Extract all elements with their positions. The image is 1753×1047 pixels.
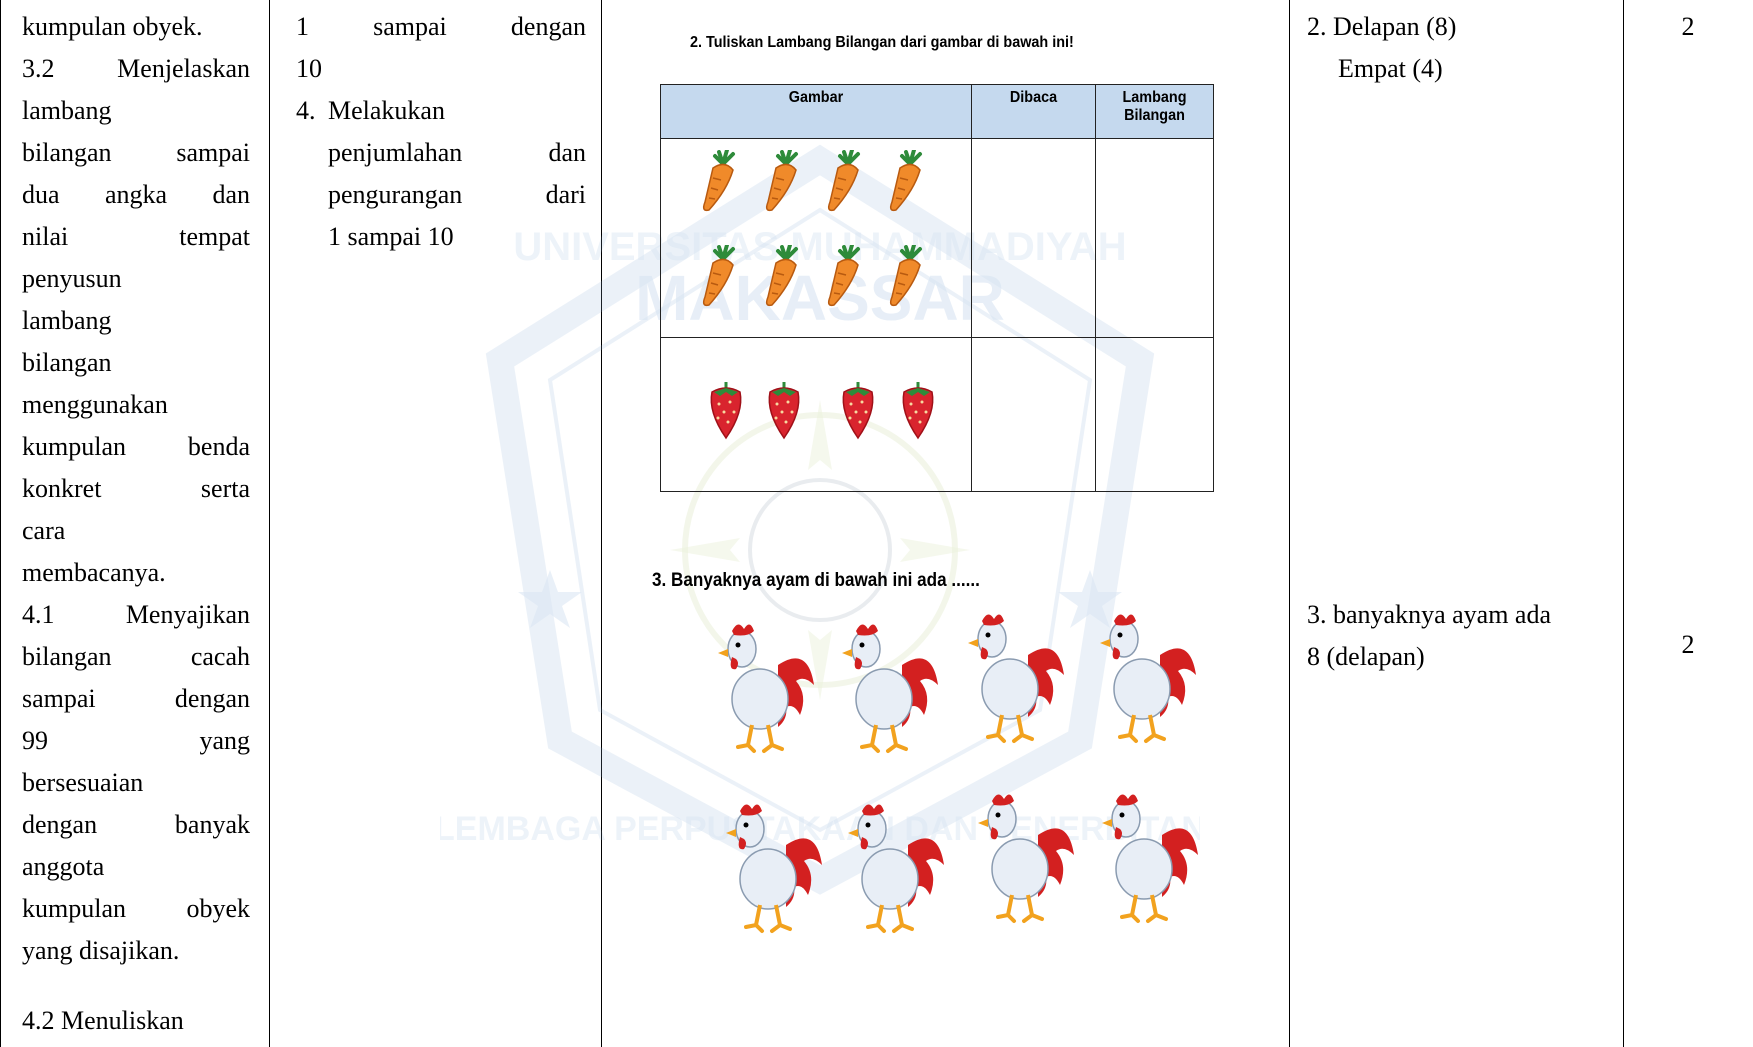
indicator-column: 1 sampai dengan 10 4. Melakukan penjumlaha… [296,6,586,258]
score-3: 2 [1681,630,1695,659]
competency-line: yang disajikan. [22,936,180,965]
answer-3-line1: 3. banyaknya ayam ada [1307,600,1552,629]
competency-line: bersesuaian [22,768,144,797]
competency-line: sampai dengan [22,684,250,713]
competency-line: anggota [22,852,105,881]
rooster-image [708,615,818,770]
competency-line: lambang [22,306,112,335]
rooster-image [1090,605,1200,760]
indicator-item-4: 4. Melakukan penjumlahan dan pengurangan d… [296,90,586,258]
carrot-image [760,243,806,314]
column-divider-2 [601,0,602,1047]
indicator-item-line: pengurangan dari [328,180,586,209]
column-divider-1 [269,0,270,1047]
table-border-left [0,0,1,1047]
table-row-sep [661,337,1213,338]
carrot-image [822,148,868,219]
header-lambang: Lambang Bilangan [1102,89,1207,125]
competency-line: bilangan cacah [22,642,250,671]
competency-line: kumpulan benda [22,432,250,461]
carrot-image [697,243,743,314]
indicator-item-line: 1 sampai 10 [328,222,454,251]
competency-line: kumpulan obyek [22,894,250,923]
rooster-image [832,615,942,770]
answer-column: 2. Delapan (8) Empat (4) [1307,6,1607,90]
indicator-lines: 1 sampai dengan 10 [296,6,586,90]
question-3-title: 3. Banyaknya ayam di bawah ini ada .....… [652,570,980,591]
strawberry-image [896,378,940,445]
header-lambang-line2: Bilangan [1124,107,1185,124]
answer-3-line2: 8 (delapan) [1307,642,1425,671]
competency-last-line: 4.2 Menuliskan [22,1006,184,1035]
indicator-item-number: 4. [296,96,316,125]
header-gambar: Gambar [788,89,844,106]
carrot-image [697,148,743,219]
competency-line: nilai tempat [22,222,250,251]
competency-line: membacanya. [22,558,166,587]
competency-line: 3.2 Menjelaskan [22,54,250,83]
carrot-image [884,243,930,314]
competency-line: dengan banyak [22,810,250,839]
indicator-line: 10 [296,54,322,83]
competency-line: 99 yang [22,726,250,755]
indicator-item-line: Melakukan [328,96,445,125]
competency-line: konkret serta [22,474,250,503]
carrot-image [884,148,930,219]
table-col-sep-1 [971,85,972,491]
answer-2-line2: Empat (4) [1338,54,1443,83]
competency-line: kumpulan obyek. [22,12,203,41]
rooster-image [1092,785,1202,940]
indicator-line: 1 sampai dengan [296,12,586,41]
competency-line: bilangan [22,348,112,377]
header-lambang-line1: Lambang [1122,89,1187,106]
worksheet-table: Gambar Dibaca Lambang Bilangan [660,84,1214,492]
indicator-item-text: Melakukan penjumlahan dan pengurangan dari… [296,90,586,258]
rooster-image [716,795,826,950]
indicator-item-line: penjumlahan dan [328,138,586,167]
column-divider-4 [1623,0,1624,1047]
competency-line: penyusun [22,264,122,293]
strawberry-image [704,378,748,445]
competency-line: dua angka dan [22,180,250,209]
competency-line: 4.1 Menyajikan [22,600,250,629]
competency-line: lambang [22,96,112,125]
competency-column: kumpulan obyek. 3.2 Menjelaskan lambang bil… [22,6,250,972]
rooster-image [838,795,948,950]
worksheet-table-header [661,85,1213,139]
competency-line: cara [22,516,66,545]
score-2: 2 [1681,12,1695,41]
strawberry-image [836,378,880,445]
competency-line: bilangan sampai [22,138,250,167]
answer-3: 3. banyaknya ayam ada 8 (delapan) [1307,594,1607,678]
carrot-image [822,243,868,314]
table-col-sep-2 [1095,85,1096,491]
column-divider-3 [1289,0,1290,1047]
question-2-title: 2. Tuliskan Lambang Bilangan dari gambar… [690,34,1074,51]
answer-2-line1: 2. Delapan (8) [1307,12,1457,41]
rooster-image [958,605,1068,760]
header-dibaca: Dibaca [1009,89,1058,106]
rooster-image [968,785,1078,940]
carrot-image [760,148,806,219]
competency-line: menggunakan [22,390,168,419]
strawberry-image [762,378,806,445]
